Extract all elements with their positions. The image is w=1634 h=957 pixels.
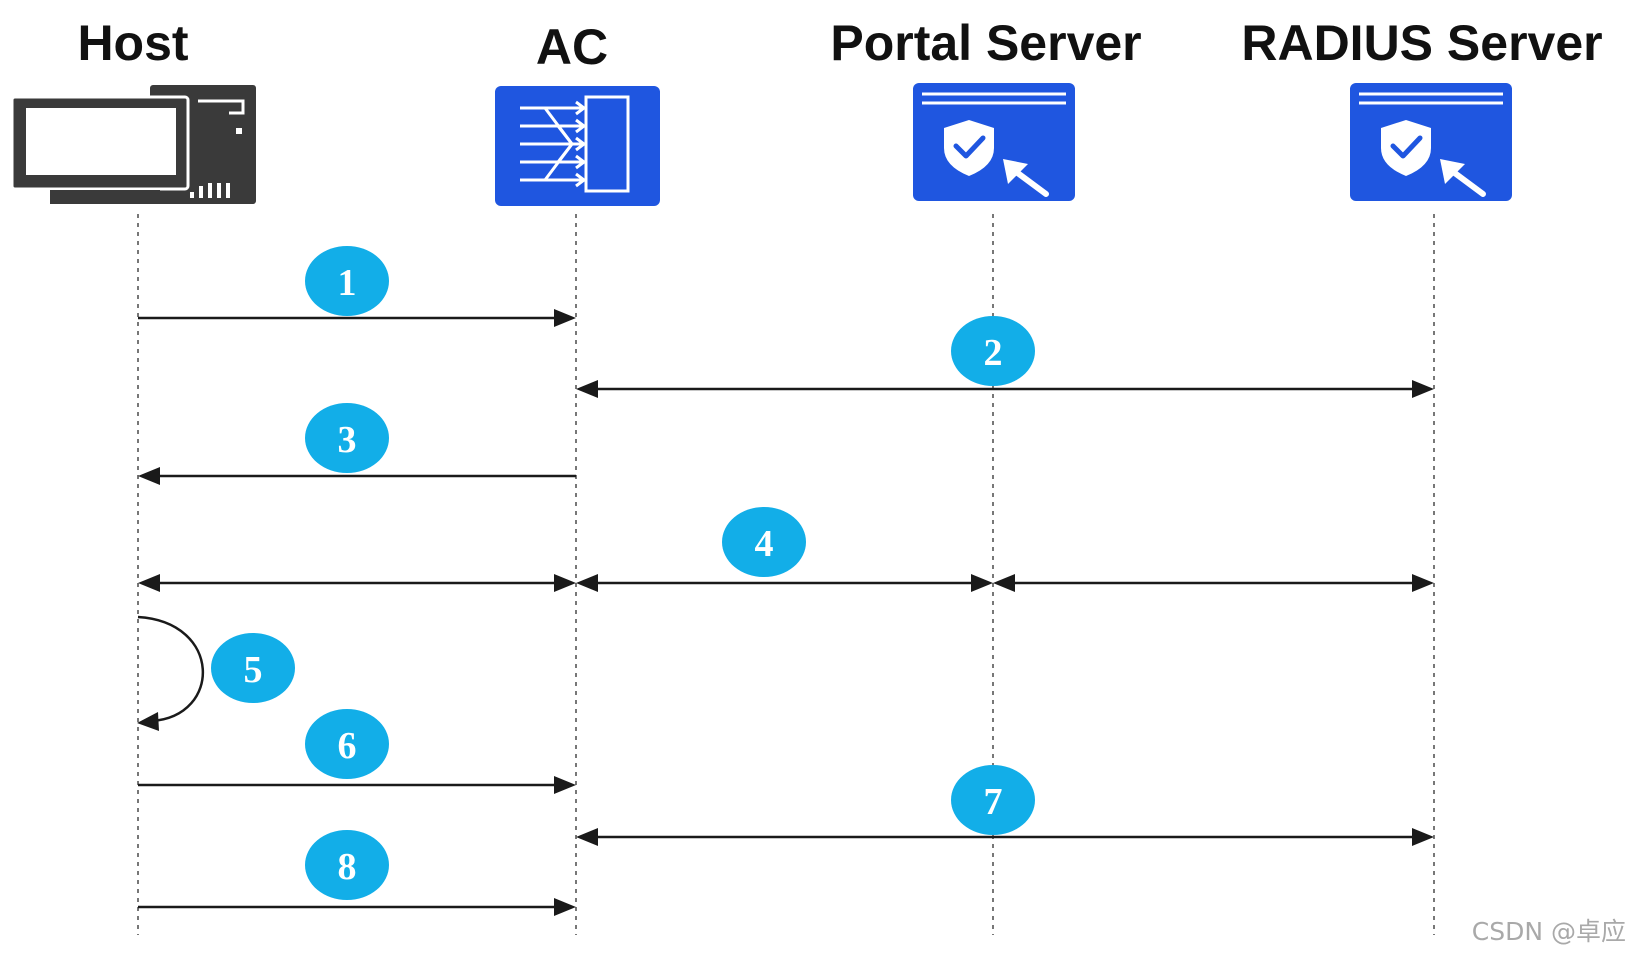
- message-arrow-7: [576, 828, 1434, 846]
- shield-icon: [944, 120, 994, 176]
- server-shield-cursor-icon: [913, 83, 1075, 201]
- participant-label-host: Host: [77, 15, 188, 71]
- tower-vents: [190, 183, 230, 198]
- message-arrow-8: [138, 898, 576, 916]
- check-icon: [1390, 135, 1423, 159]
- step-badge-1: 1: [305, 246, 389, 316]
- step-badge-5: 5: [211, 633, 295, 703]
- access-controller-icon: [495, 86, 660, 206]
- participant-label-ac: AC: [536, 19, 608, 75]
- step-number: 1: [338, 262, 357, 304]
- step-number: 3: [338, 419, 357, 461]
- cursor-arrow-icon: [1440, 159, 1486, 197]
- tower-power-light: [236, 128, 242, 134]
- message-arrow-1: [138, 309, 576, 327]
- step-badge-8: 8: [305, 830, 389, 900]
- participant-label-portal-server: Portal Server: [830, 15, 1141, 71]
- step-number: 2: [984, 332, 1003, 374]
- tower-drive-slot: [198, 99, 245, 115]
- watermark: CSDN @卓应: [1472, 917, 1626, 946]
- participant-label-radius-server: RADIUS Server: [1241, 15, 1602, 71]
- step-badge-7: 7: [951, 765, 1035, 835]
- step-badge-2: 2: [951, 316, 1035, 386]
- step-badge-4: 4: [722, 507, 806, 577]
- monitor-screen: [26, 108, 176, 175]
- ac-icon-converging-arrows: [520, 100, 587, 188]
- step-number: 7: [984, 781, 1003, 823]
- step-number: 5: [244, 649, 263, 691]
- step-badge-3: 3: [305, 403, 389, 473]
- step-number: 6: [338, 725, 357, 767]
- cursor-arrow-icon: [1003, 159, 1049, 197]
- message-self-loop-5: [137, 615, 204, 731]
- message-arrow-4: [138, 574, 1434, 592]
- monitor-stand: [50, 190, 160, 204]
- message-arrow-6: [138, 776, 576, 794]
- check-icon: [953, 135, 986, 159]
- shield-icon: [1381, 120, 1431, 176]
- step-badge-6: 6: [305, 709, 389, 779]
- step-number: 8: [338, 846, 357, 888]
- step-number: 4: [755, 523, 774, 565]
- message-arrow-3: [138, 467, 576, 485]
- desktop-computer-icon: [10, 85, 256, 204]
- message-arrow-2: [576, 380, 1434, 398]
- server-shield-cursor-icon: [1350, 83, 1512, 201]
- ac-icon-background: [495, 86, 660, 206]
